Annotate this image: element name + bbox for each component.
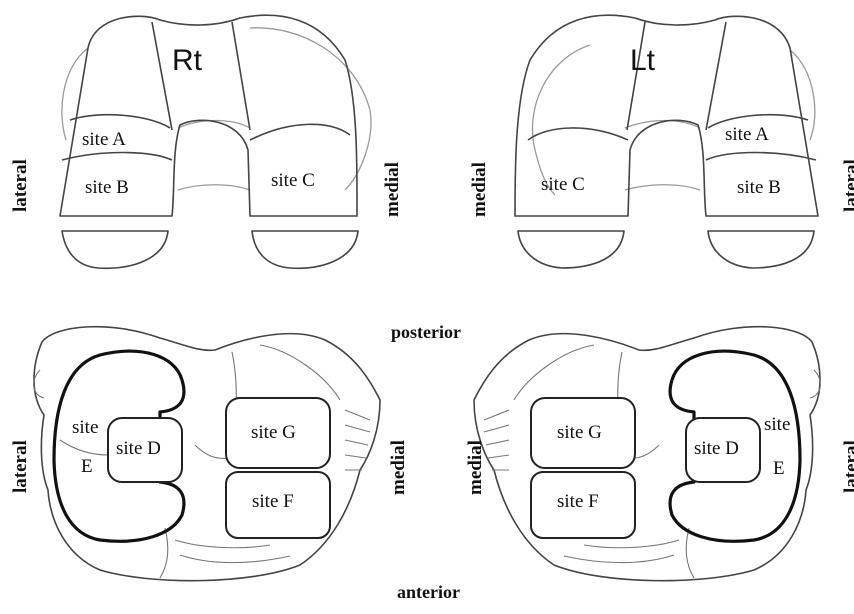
right-tibia-site-g-label: site G (251, 422, 296, 443)
right-femur-left-side-label: lateral (10, 159, 31, 212)
left-femur-site-b-label: site B (737, 177, 781, 198)
right-tibia-left-side-label: lateral (10, 440, 31, 493)
left-femur-site-a-label: site A (725, 124, 769, 145)
right-tibia-site-e-label-line2: E (81, 456, 93, 477)
right-femur-site-c-label: site C (271, 170, 315, 191)
left-knee-header: Lt (630, 44, 656, 77)
left-tibia-left-side-label: medial (465, 440, 486, 495)
left-tibia-right-side-label: lateral (841, 440, 854, 493)
left-femur-right-side-label: lateral (841, 159, 854, 212)
left-tibia-site-e-label-line1: site (764, 414, 790, 435)
right-tibia-site-e-label-line1: site (72, 417, 98, 438)
right-knee-header: Rt (172, 44, 203, 77)
right-femur-site-a-label: site A (82, 129, 126, 150)
posterior-label: posterior (391, 322, 461, 342)
left-femur-drawing (515, 15, 818, 268)
left-femur-left-side-label: medial (469, 162, 490, 217)
anterior-label: anterior (397, 582, 460, 602)
right-tibia-right-side-label: medial (388, 440, 409, 495)
left-tibia-site-g-label: site G (557, 422, 602, 443)
left-femur-site-c-label: site C (541, 174, 585, 195)
right-femur-site-b-label: site B (85, 177, 129, 198)
right-femur-right-side-label: medial (382, 162, 403, 217)
left-tibia-site-f-label: site F (557, 491, 599, 512)
right-tibia-site-d-label: site D (116, 438, 161, 459)
right-tibia-site-f-label: site F (252, 491, 294, 512)
left-tibia-site-e-label-line2: E (773, 458, 785, 479)
left-tibia-drawing (474, 327, 820, 581)
left-tibia-site-d-label: site D (694, 438, 739, 459)
